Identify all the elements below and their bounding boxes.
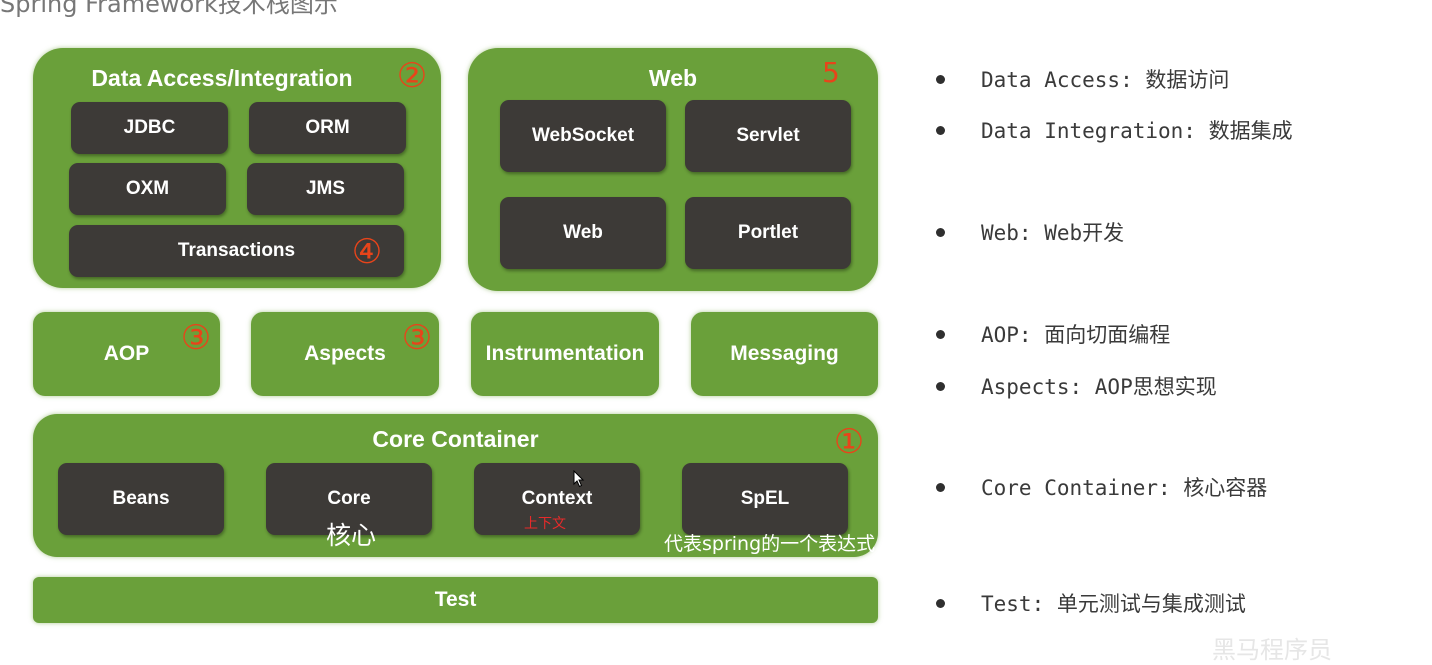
instrumentation-label: Instrumentation xyxy=(485,342,645,365)
module-orm: ORM xyxy=(249,102,406,154)
aop-badge: ③ xyxy=(180,318,212,358)
bullet-icon xyxy=(936,125,945,135)
module-jdbc: JDBC xyxy=(71,102,228,154)
mouse-cursor-icon xyxy=(573,470,585,488)
module-portlet: Portlet xyxy=(685,197,851,269)
legend-item: Data Access: 数据访问 xyxy=(936,64,1229,94)
legend-text: Data Access: 数据访问 xyxy=(981,68,1230,92)
aop-label: AOP xyxy=(103,342,150,365)
data-access-title: Data Access/Integration xyxy=(91,65,353,91)
messaging-label: Messaging xyxy=(730,342,839,365)
legend-text: Web: Web开发 xyxy=(981,221,1125,245)
legend-item: Web: Web开发 xyxy=(936,217,1124,247)
legend-item: Aspects: AOP思想实现 xyxy=(936,371,1217,401)
module-beans: Beans xyxy=(58,463,224,535)
instrumentation-block: Instrumentation xyxy=(471,312,659,396)
core-container-panel: Core Container ① Beans Core Context SpEL xyxy=(33,414,878,557)
legend-item: Test: 单元测试与集成测试 xyxy=(936,588,1246,618)
module-oxm: OXM xyxy=(69,163,226,215)
core-container-title: Core Container xyxy=(372,426,539,452)
legend-text: Data Integration: 数据集成 xyxy=(981,119,1293,143)
aspects-block: Aspects xyxy=(251,312,439,396)
core-note: 核心 xyxy=(326,521,377,550)
test-label: Test xyxy=(434,588,477,611)
transactions-badge: ④ xyxy=(351,232,383,272)
bullet-icon xyxy=(936,482,945,492)
bullet-icon xyxy=(936,598,945,608)
module-websocket: WebSocket xyxy=(500,100,666,172)
module-context: Context xyxy=(474,463,640,535)
module-transactions-label: Transactions xyxy=(177,240,296,261)
legend-item: Data Integration: 数据集成 xyxy=(936,115,1293,145)
legend-item: AOP: 面向切面编程 xyxy=(936,319,1170,349)
watermark: 黑马程序员 xyxy=(1212,636,1332,664)
legend-text: Core Container: 核心容器 xyxy=(981,476,1268,500)
bullet-icon xyxy=(936,329,945,339)
messaging-block: Messaging xyxy=(691,312,878,396)
bullet-icon xyxy=(936,74,945,84)
core-container-badge: ① xyxy=(833,422,865,462)
aspects-badge: ③ xyxy=(401,318,433,358)
web-title: Web xyxy=(648,65,698,91)
bullet-icon xyxy=(936,381,945,391)
data-access-panel: Data Access/Integration ② JDBC ORM OXM J… xyxy=(33,48,441,288)
legend-text: Aspects: AOP思想实现 xyxy=(981,375,1217,399)
legend-text: AOP: 面向切面编程 xyxy=(981,323,1171,347)
aop-block: AOP xyxy=(33,312,220,396)
test-block: Test xyxy=(33,577,878,623)
module-core: Core xyxy=(266,463,432,535)
data-access-badge: ② xyxy=(396,56,428,96)
module-servlet: Servlet xyxy=(685,100,851,172)
context-note: 上下文 xyxy=(524,516,566,532)
module-jms: JMS xyxy=(247,163,404,215)
spel-note: 代表spring的一个表达式 xyxy=(664,533,876,555)
module-web: Web xyxy=(500,197,666,269)
aspects-label: Aspects xyxy=(304,342,386,365)
module-spel: SpEL xyxy=(682,463,848,535)
module-transactions: Transactions xyxy=(69,225,404,277)
page-title: Spring Framework技术栈图示 xyxy=(0,0,338,18)
legend-text: Test: 单元测试与集成测试 xyxy=(981,592,1246,616)
web-panel: Web 5 WebSocket Servlet Web Portlet xyxy=(468,48,878,291)
web-badge: 5 xyxy=(822,56,840,89)
legend-item: Core Container: 核心容器 xyxy=(936,472,1267,502)
bullet-icon xyxy=(936,227,945,237)
